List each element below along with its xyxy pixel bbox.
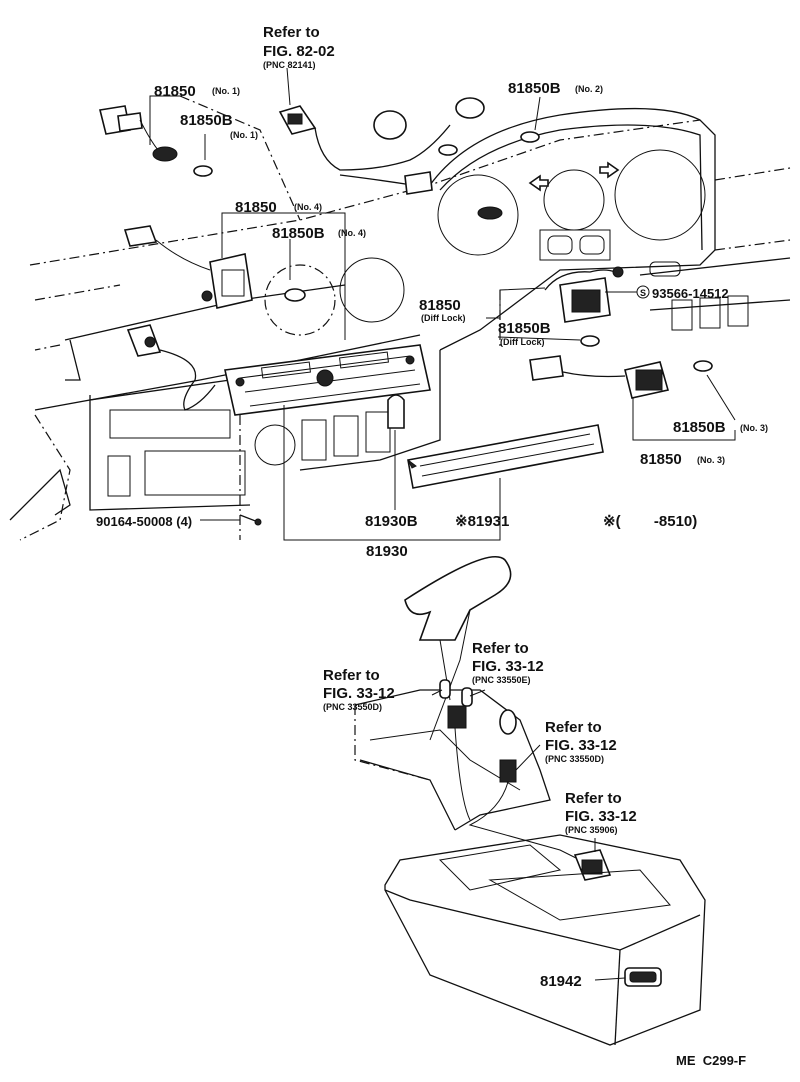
part-81850b-no2: 81850B <box>508 80 561 97</box>
refer-to-label: Refer to <box>263 24 320 41</box>
switch-81850-no1 <box>99 105 178 162</box>
part-81942: 81942 <box>540 973 582 990</box>
tag-no1-b: (No. 1) <box>230 130 258 140</box>
part-81931: ※81931 <box>455 513 509 530</box>
fig-33-12-label: FIG. 33-12 <box>565 808 637 825</box>
console-box <box>384 834 706 1046</box>
bulb-81850b-diff-lock <box>580 335 600 347</box>
part-90164-50008: 90164-50008 (4) <box>96 514 192 529</box>
tag-diff-lock: (Diff Lock) <box>421 313 466 323</box>
refer-to-label: Refer to <box>545 719 602 736</box>
instrument-panel <box>9 107 791 541</box>
tag-no4-b: (No. 4) <box>338 228 366 238</box>
pnc-33550d-label: (PNC 33550D) <box>323 702 382 712</box>
console-boot <box>354 679 612 881</box>
switch-panel-strip <box>407 424 604 489</box>
pnc-82141-label: (PNC 82141) <box>263 60 316 70</box>
pnc-35906-label: (PNC 35906) <box>565 825 618 835</box>
fig-33-12-label: FIG. 33-12 <box>472 658 544 675</box>
part-81850-no4: 81850 <box>235 199 277 216</box>
fig-82-02-label: FIG. 82-02 <box>263 43 335 60</box>
fig-33-12-label: FIG. 33-12 <box>545 737 617 754</box>
callout-refer-33-12-35906: Refer to FIG. 33-12 (PNC 35906) <box>565 790 637 835</box>
pnc-33550e-label: (PNC 33550E) <box>472 675 531 685</box>
switch-81850-no4 <box>123 225 253 309</box>
part-81850b-no3: 81850B <box>673 419 726 436</box>
screw-90164 <box>239 514 262 526</box>
tag-no2: (No. 2) <box>575 84 603 94</box>
switch-81850-no3 <box>529 355 670 399</box>
bulb-81850b-no1 <box>193 165 213 177</box>
console-leader-lines <box>431 689 626 981</box>
callout-refer-33-12-d2: Refer to FIG. 33-12 (PNC 33550D) <box>545 719 617 764</box>
part-81930: 81930 <box>366 543 408 560</box>
refer-to-label: Refer to <box>323 667 380 684</box>
part-81850-no3: 81850 <box>640 451 682 468</box>
part-81850-diff-lock: 81850 <box>419 297 461 314</box>
refer-to-label: Refer to <box>565 790 622 807</box>
harness-left-lower <box>126 324 216 411</box>
tag-no3-b: (No. 3) <box>740 423 768 433</box>
part-81850-no1: 81850 <box>154 83 196 100</box>
part-81930b: 81930B <box>365 513 418 530</box>
tag-no3: (No. 3) <box>697 455 725 465</box>
refer-to-label: Refer to <box>472 640 529 657</box>
harness-82141 <box>278 97 485 195</box>
production-range-note: ※( -8510) <box>603 513 697 530</box>
bulb-81850b-no4 <box>284 288 306 302</box>
part-81850b-no4: 81850B <box>272 225 325 242</box>
callout-refer-82-02: Refer to FIG. 82-02 (PNC 82141) <box>263 24 335 70</box>
callout-refer-33-12-d1: Refer to FIG. 33-12 (PNC 33550D) <box>323 667 395 712</box>
part-81850b-no1: 81850B <box>180 112 233 129</box>
tag-no4: (No. 4) <box>294 202 322 212</box>
heater-control-panel <box>224 344 431 429</box>
pnc-33550d-label: (PNC 33550D) <box>545 754 604 764</box>
s-mark-circle <box>636 285 650 299</box>
s-mark: S <box>640 288 646 298</box>
switch-81850-diff-lock <box>544 266 624 323</box>
callout-refer-33-12-e: Refer to FIG. 33-12 (PNC 33550E) <box>472 640 544 685</box>
bulb-81850b-no2 <box>520 131 540 143</box>
part-81850b-diff-lock: 81850B <box>498 320 551 337</box>
fig-33-12-label: FIG. 33-12 <box>323 685 395 702</box>
figure-code: ME C299-F <box>676 1053 746 1068</box>
part-93566-14512: 93566-14512 <box>652 286 729 301</box>
tag-no1: (No. 1) <box>212 86 240 96</box>
leader-lines <box>149 67 736 541</box>
tag-diff-lock-b: (Diff Lock) <box>500 337 545 347</box>
bulb-81850b-no3 <box>693 360 713 372</box>
